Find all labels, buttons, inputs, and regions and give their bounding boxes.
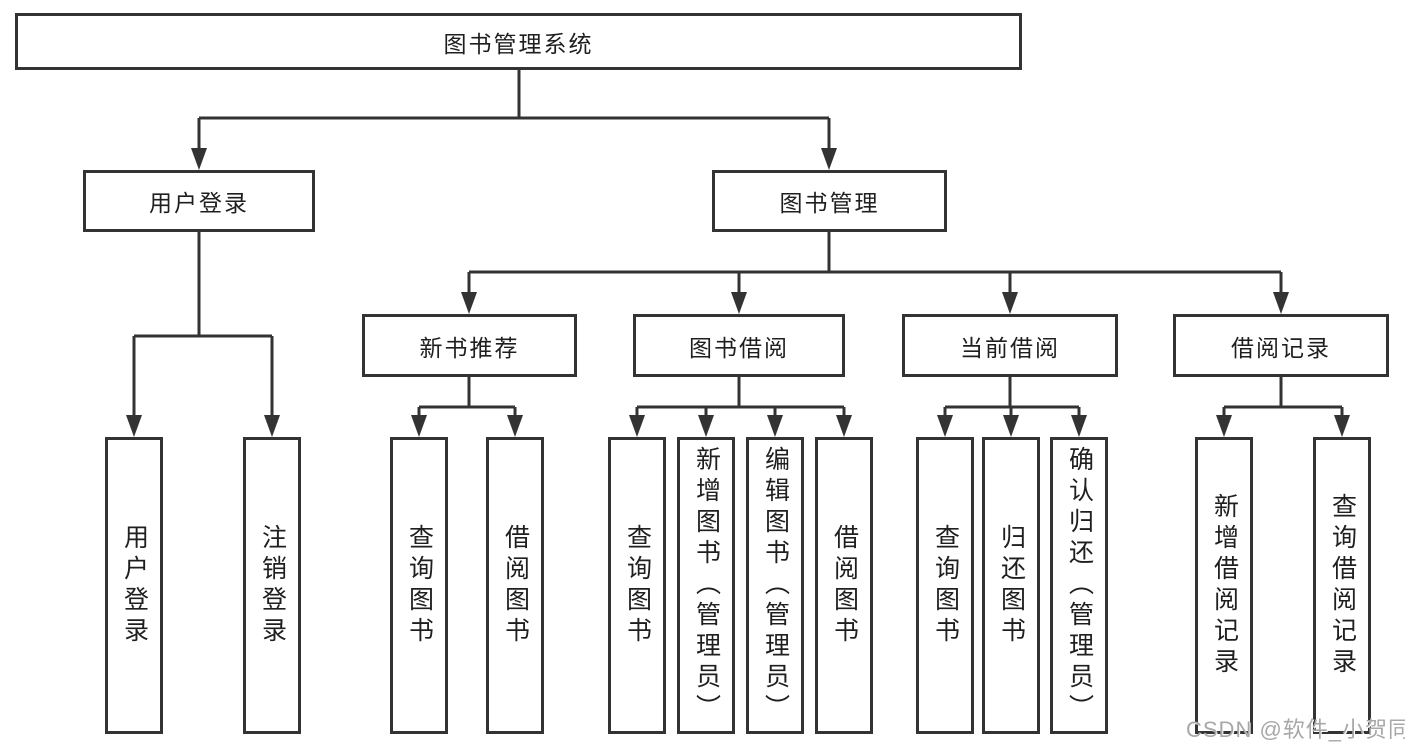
node-label: 借阅图书: [501, 523, 530, 648]
node-label: 编辑图书（管理员）: [761, 446, 790, 725]
node-borrow-books: 借阅图书: [486, 437, 544, 734]
node-label: 用户登录: [120, 523, 149, 648]
node-borrowing-records: 借阅记录: [1173, 314, 1389, 377]
node-return-books: 归还图书: [982, 437, 1040, 734]
node-query-books: 查询图书: [916, 437, 974, 734]
node-label: 查询图书: [931, 523, 960, 648]
node-query-books: 查询图书: [608, 437, 666, 734]
node-label: 确认归还（管理员）: [1065, 446, 1094, 725]
node-user-login-branch: 用户登录: [83, 170, 315, 232]
node-add-books-admin: 新增图书（管理员）: [677, 437, 735, 734]
node-label: 借阅记录: [1231, 334, 1331, 361]
node-book-management-branch: 图书管理: [712, 170, 947, 232]
node-logout-action: 注销登录: [243, 437, 301, 734]
node-label: 注销登录: [258, 523, 287, 648]
node-label: 查询图书: [405, 523, 434, 648]
node-label: 图书管理系统: [443, 30, 594, 57]
node-label: 查询借阅记录: [1328, 492, 1357, 679]
node-label: 新书推荐: [419, 334, 520, 361]
csdn-watermark: CSDN @软件_小贺同学: [1186, 717, 1405, 742]
node-edit-books-admin: 编辑图书（管理员）: [746, 437, 804, 734]
node-query-books: 查询图书: [390, 437, 448, 734]
node-query-borrow-record: 查询借阅记录: [1313, 437, 1371, 734]
node-label: 查询图书: [623, 523, 652, 648]
node-borrow-books: 借阅图书: [815, 437, 873, 734]
node-label: 借阅图书: [830, 523, 859, 648]
node-label: 归还图书: [997, 523, 1026, 648]
node-confirm-return-admin: 确认归还（管理员）: [1050, 437, 1108, 734]
node-user-login-action: 用户登录: [105, 437, 163, 734]
node-current-borrowing: 当前借阅: [902, 314, 1118, 377]
node-book-borrowing: 图书借阅: [633, 314, 845, 377]
node-label: 新增图书（管理员）: [692, 446, 721, 725]
node-label: 用户登录: [149, 190, 249, 216]
node-label: 图书管理: [779, 190, 880, 216]
node-library-management-system: 图书管理系统: [15, 13, 1022, 70]
node-add-borrow-record: 新增借阅记录: [1195, 437, 1253, 734]
node-label: 图书借阅: [689, 334, 789, 361]
arrowheads: [126, 148, 1350, 437]
node-label: 当前借阅: [960, 334, 1060, 361]
node-label: 新增借阅记录: [1210, 492, 1239, 679]
node-new-book-recommendation: 新书推荐: [362, 314, 577, 377]
